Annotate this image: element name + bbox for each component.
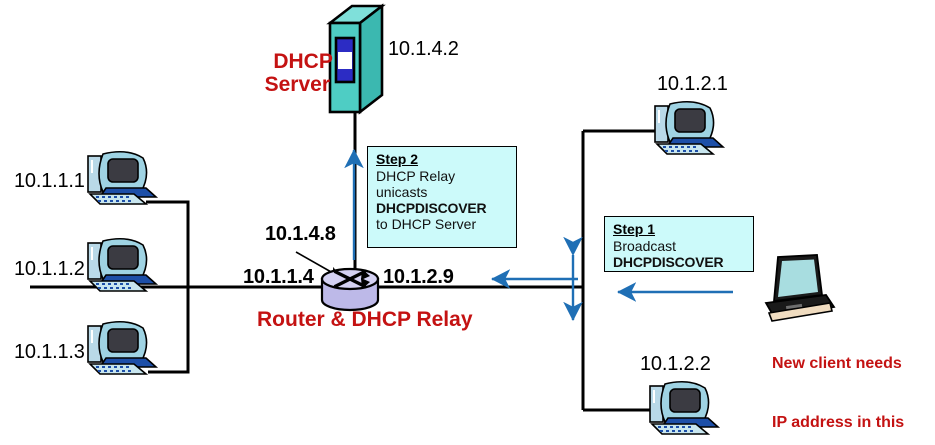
desktop-pc-icon [87,320,159,375]
desktop-pc-icon [87,150,159,205]
step2-line-1: DHCP Relay [376,168,456,184]
router-icon [320,267,380,312]
desktop-pc-icon [87,237,159,292]
laptop-icon [764,254,836,322]
router-caption: Router & DHCP Relay [257,308,473,331]
right-lan-cabling [378,129,660,412]
dhcp-server-label-text: DHCP Server [264,49,333,97]
dhcp-server-icon [326,3,386,115]
host-ip-10-1-2-2: 10.1.2.2 [640,353,711,375]
step1-line-1: Broadcast [613,238,677,254]
desktop-pc-icon [654,100,726,155]
step2-callout: Step 2 DHCP Relay unicasts DHCPDISCOVER … [367,146,517,248]
step2-tail-line: to DHCP Server [376,216,477,232]
new-client-note: New client needs IP address in this netw… [772,315,904,445]
dhcp-server-label: DHCP Server [250,26,333,120]
step2-bold-line: DHCPDISCOVER [376,200,487,216]
step1-callout: Step 1 Broadcast DHCPDISCOVER [604,216,754,272]
step1-title: Step 1 [613,221,656,237]
step1-bold-line: DHCPDISCOVER [613,254,724,270]
new-client-note-line-2: IP address in this [772,413,905,431]
desktop-pc-icon [649,380,721,435]
dhcp-server-ip: 10.1.4.2 [388,38,459,60]
router-right-interface-ip: 10.1.2.9 [383,266,454,288]
step2-title: Step 2 [376,151,419,167]
step2-line-2: unicasts [376,184,428,200]
router-left-interface-ip: 10.1.1.4 [243,266,314,288]
new-client-note-line-1: New client needs [772,355,902,373]
host-ip-10-1-1-2: 10.1.1.2 [14,258,85,280]
host-ip-10-1-2-1: 10.1.2.1 [657,73,728,95]
host-ip-10-1-1-3: 10.1.1.3 [14,341,85,363]
host-ip-10-1-1-1: 10.1.1.1 [14,170,85,192]
router-relay-ip: 10.1.4.8 [265,223,336,245]
